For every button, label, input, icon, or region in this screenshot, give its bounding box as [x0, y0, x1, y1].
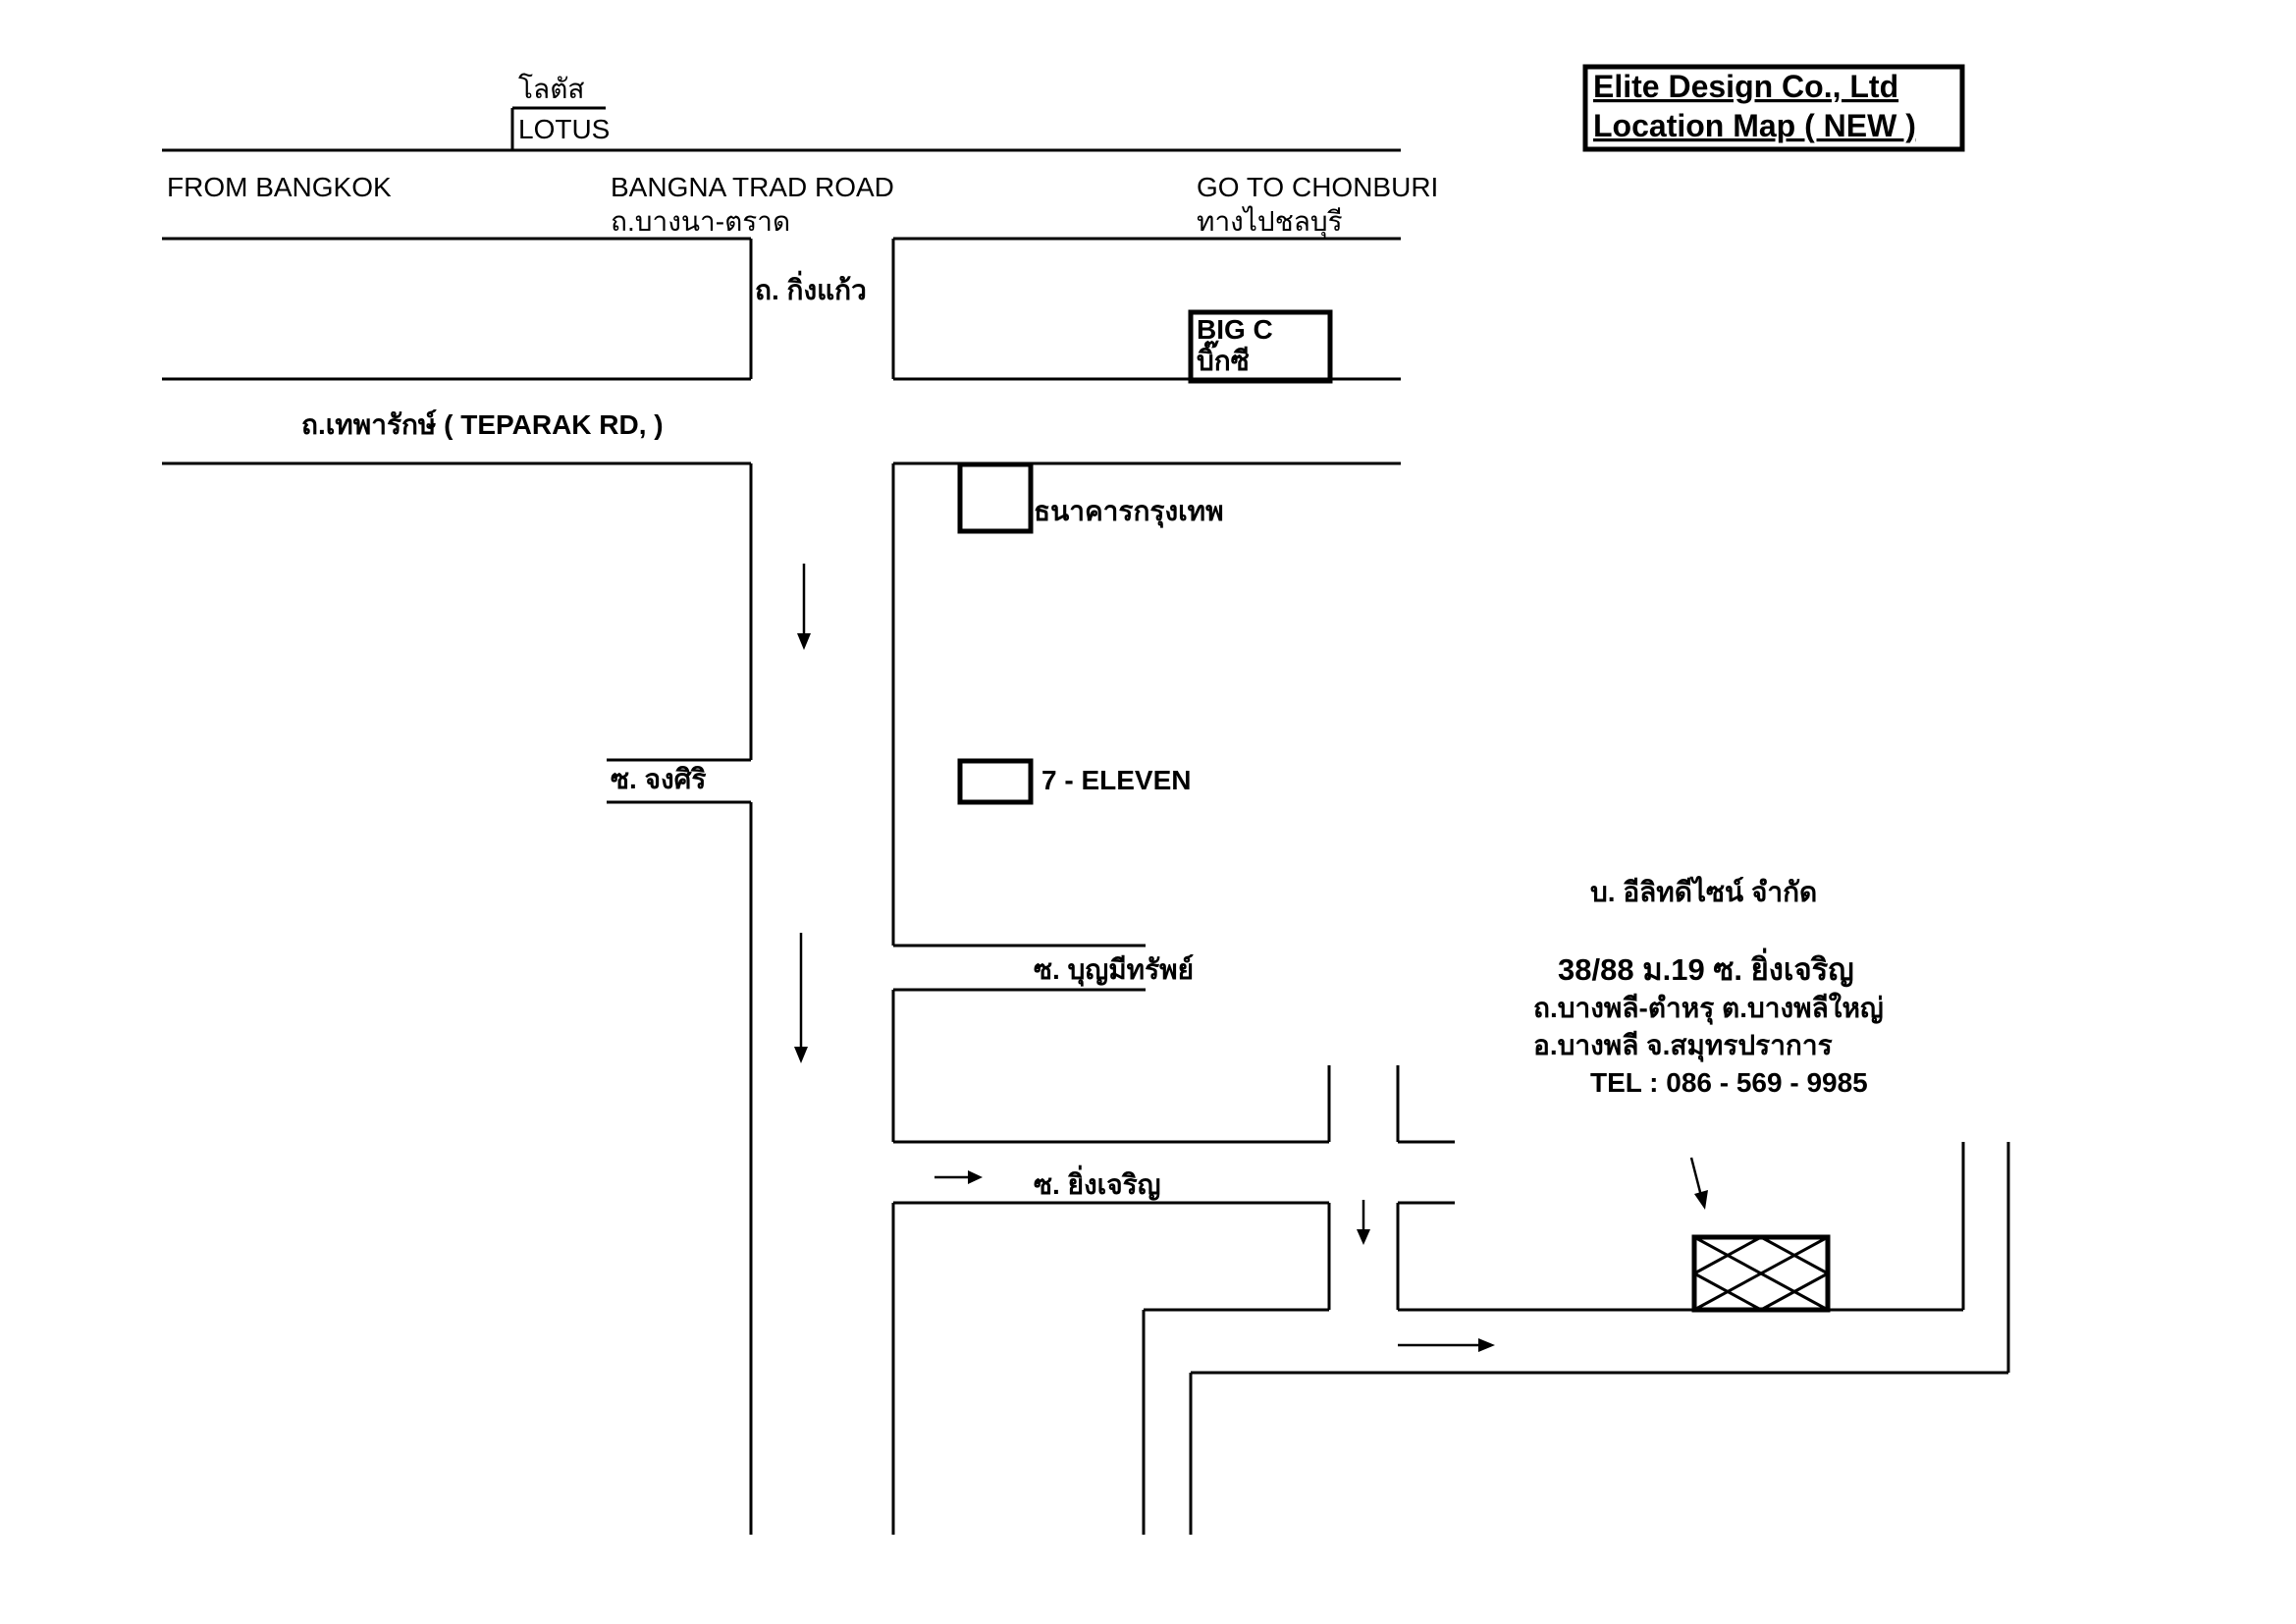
address-line-3: อ.บางพลี จ.สมุทรปราการ [1533, 1030, 1833, 1062]
lotus-label: LOTUS [518, 114, 610, 144]
arrow-down-3 [1357, 1200, 1370, 1245]
arrow-right-2 [1398, 1338, 1495, 1352]
company-address: บ. อีลิทดีไซน์ จำกัด 38/88 ม.19 ซ. ยิ่งเ… [1533, 876, 1884, 1098]
arrow-right-1 [934, 1170, 983, 1184]
bangna-trad-label: BANGNA TRAD ROAD [611, 172, 894, 202]
lotus-landmark: โลตัส LOTUS [510, 73, 610, 150]
address-line-1: 38/88 ม.19 ซ. ยิ่งเจริญ [1558, 947, 1854, 988]
soi-yingcharoen-road [893, 1065, 2010, 1535]
go-to-chonburi-thai-label: ทางไปชลบุรี [1197, 206, 1343, 239]
arrow-down-3-head [1357, 1229, 1370, 1245]
big-c-label: BIG C [1197, 314, 1273, 345]
bangna-trad-thai-label: ถ.บางนา-ตราด [611, 206, 790, 237]
arrow-down-2-head [794, 1047, 808, 1063]
company-building [1691, 1234, 1831, 1313]
building-cross-3 [1693, 1235, 1762, 1275]
arrow-right-2-head [1478, 1338, 1495, 1352]
arrow-down-1-head [797, 633, 811, 650]
big-c-thai-label: บิ๊กซี [1197, 341, 1250, 376]
title-frame [1582, 64, 1965, 152]
arrow-to-building-head [1694, 1190, 1708, 1210]
building-cross-4 [1760, 1235, 1829, 1275]
title-box: Elite Design Co., Ltd Location Map ( NEW… [1582, 64, 1965, 152]
building-cross-6 [1760, 1272, 1829, 1312]
building-cross-2 [1693, 1235, 1829, 1312]
big-c-landmark: BIG C บิ๊กซี [1188, 309, 1333, 384]
bangkok-bank-label: ธนาคารกรุงเทพ [1034, 496, 1224, 528]
arrow-right-1-head [968, 1170, 983, 1184]
teparak-label: ถ.เทพารักษ์ ( TEPARAK RD, ) [301, 409, 664, 440]
arrow-to-building [1689, 1157, 1708, 1210]
bangkok-bank-box [957, 461, 1034, 534]
from-bangkok-label: FROM BANGKOK [167, 172, 392, 202]
bangna-trad-road [162, 148, 1401, 241]
map-title: Location Map ( NEW ) [1593, 108, 1916, 143]
king-kaew-label: ถ. กิ่งแก้ว [755, 270, 867, 305]
arrow-down-2 [794, 933, 808, 1063]
seven-eleven-landmark: 7 - ELEVEN [957, 758, 1191, 805]
arrow-down-1 [797, 564, 811, 650]
go-to-chonburi-label: GO TO CHONBURI [1197, 172, 1438, 202]
company-title: Elite Design Co., Ltd [1593, 69, 1898, 104]
seven-eleven-label: 7 - ELEVEN [1041, 765, 1191, 795]
big-c-box [1188, 309, 1333, 384]
soi-jongsiri-label: ซ. จงศิริ [611, 764, 706, 794]
company-tel: TEL : 086 - 569 - 9985 [1590, 1067, 1868, 1098]
soi-yingcharoen-label: ซ. ยิ่งเจริญ [1034, 1164, 1161, 1201]
lotus-thai-label: โลตัส [518, 73, 584, 104]
soi-boonmeesap-label: ซ. บุญมีทรัพย์ [1034, 954, 1194, 987]
address-line-2: ถ.บางพลี-ตำหรุ ต.บางพลีใหญ่ [1533, 992, 1884, 1025]
king-kaew-road [607, 463, 1146, 1535]
seven-eleven-box [957, 758, 1034, 805]
company-name-thai: บ. อีลิทดีไซน์ จำกัด [1590, 876, 1817, 907]
building-cross-5 [1693, 1272, 1762, 1312]
bangkok-bank-landmark: ธนาคารกรุงเทพ [957, 461, 1224, 534]
